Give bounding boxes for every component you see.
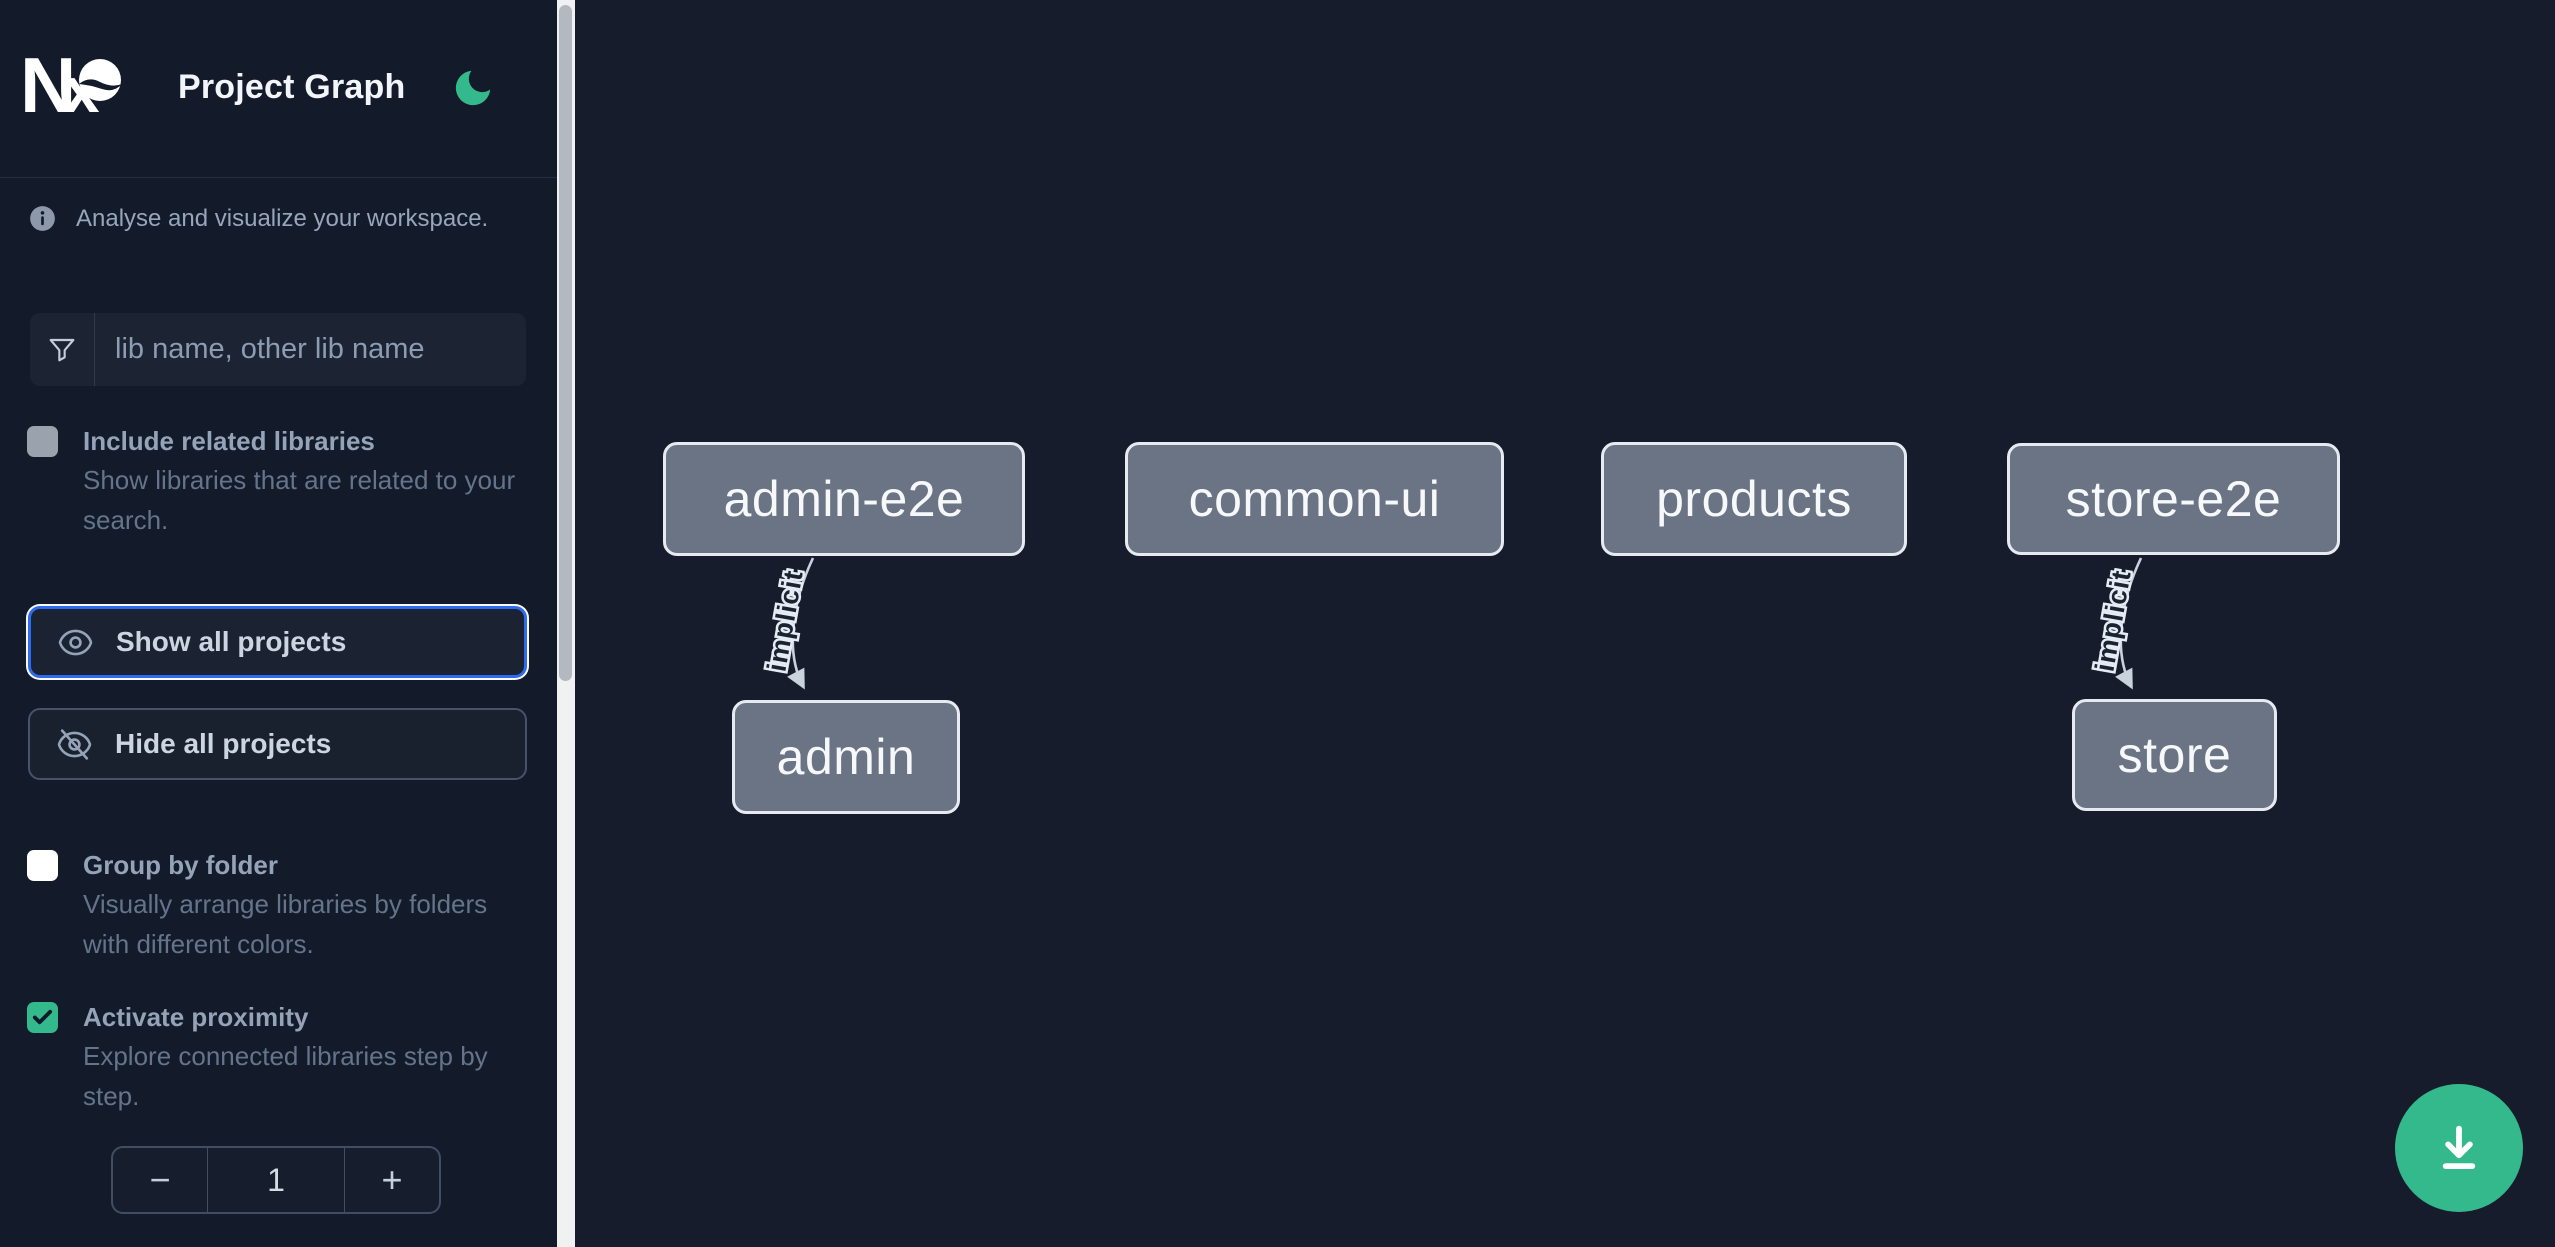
proximity-depth-stepper: − 1 + xyxy=(111,1146,441,1214)
option-description: Explore connected libraries step by step… xyxy=(83,1041,488,1111)
group-by-folder-checkbox[interactable] xyxy=(27,850,58,881)
tagline-text: Analyse and visualize your workspace. xyxy=(76,205,489,232)
option-activate-proximity: Activate proximity Explore connected lib… xyxy=(27,1000,532,1116)
graph-node-store-e2e[interactable]: store-e2e xyxy=(2007,443,2340,555)
option-texts: Activate proximity Explore connected lib… xyxy=(83,1000,532,1116)
graph-node-admin-e2e[interactable]: admin-e2e xyxy=(663,442,1025,556)
download-graph-button[interactable] xyxy=(2395,1084,2523,1212)
graph-node-products[interactable]: products xyxy=(1601,442,1907,556)
increment-button[interactable]: + xyxy=(344,1148,439,1212)
graph-node-admin[interactable]: admin xyxy=(732,700,960,814)
option-texts: Group by folder Visually arrange librari… xyxy=(83,848,532,964)
hide-all-projects-button[interactable]: Hide all projects xyxy=(28,708,527,780)
info-icon xyxy=(30,206,55,231)
sidebar-scrollbar-track[interactable] xyxy=(557,0,575,1247)
nx-logo-icon: N x xyxy=(24,48,122,126)
graph-node-common-ui[interactable]: common-ui xyxy=(1125,442,1504,556)
tagline-row: Analyse and visualize your workspace. xyxy=(29,203,488,235)
activate-proximity-checkbox[interactable] xyxy=(27,1002,58,1033)
graph-node-store[interactable]: store xyxy=(2072,699,2277,811)
download-icon xyxy=(2442,1125,2476,1170)
sidebar-scrollbar-thumb[interactable] xyxy=(559,5,572,681)
eye-icon xyxy=(58,629,93,655)
option-group-by-folder: Group by folder Visually arrange librari… xyxy=(27,848,532,964)
graph-canvas[interactable] xyxy=(575,0,2555,1247)
node-label: store xyxy=(2117,727,2232,783)
option-description: Show libraries that are related to your … xyxy=(83,465,516,535)
theme-toggle-moon-icon[interactable] xyxy=(448,64,498,114)
show-all-projects-button[interactable]: Show all projects xyxy=(28,606,527,678)
option-description: Visually arrange libraries by folders wi… xyxy=(83,889,488,959)
option-label: Group by folder xyxy=(83,850,278,880)
search-input[interactable] xyxy=(95,313,526,386)
show-all-projects-label: Show all projects xyxy=(116,626,347,657)
sidebar: N x Project Graph Analyse and visualize … xyxy=(0,0,557,1247)
funnel-icon xyxy=(30,313,95,386)
option-label: Activate proximity xyxy=(83,1002,309,1032)
decrement-button[interactable]: − xyxy=(113,1148,208,1212)
node-label: admin xyxy=(776,729,916,785)
option-include-related-libraries: Include related libraries Show libraries… xyxy=(27,424,532,540)
page-title: Project Graph xyxy=(178,68,406,106)
include-related-checkbox[interactable] xyxy=(27,426,58,457)
search-box xyxy=(30,313,526,386)
sidebar-header: N x Project Graph xyxy=(0,0,557,178)
option-label: Include related libraries xyxy=(83,426,375,456)
hide-all-projects-label: Hide all projects xyxy=(115,728,332,759)
option-texts: Include related libraries Show libraries… xyxy=(83,424,532,540)
eye-off-icon xyxy=(57,728,92,760)
node-label: products xyxy=(1656,471,1852,527)
check-icon xyxy=(32,1009,53,1025)
node-label: store-e2e xyxy=(2065,471,2282,527)
node-label: common-ui xyxy=(1188,471,1441,527)
node-label: admin-e2e xyxy=(723,471,965,527)
stepper-value[interactable]: 1 xyxy=(267,1161,285,1198)
